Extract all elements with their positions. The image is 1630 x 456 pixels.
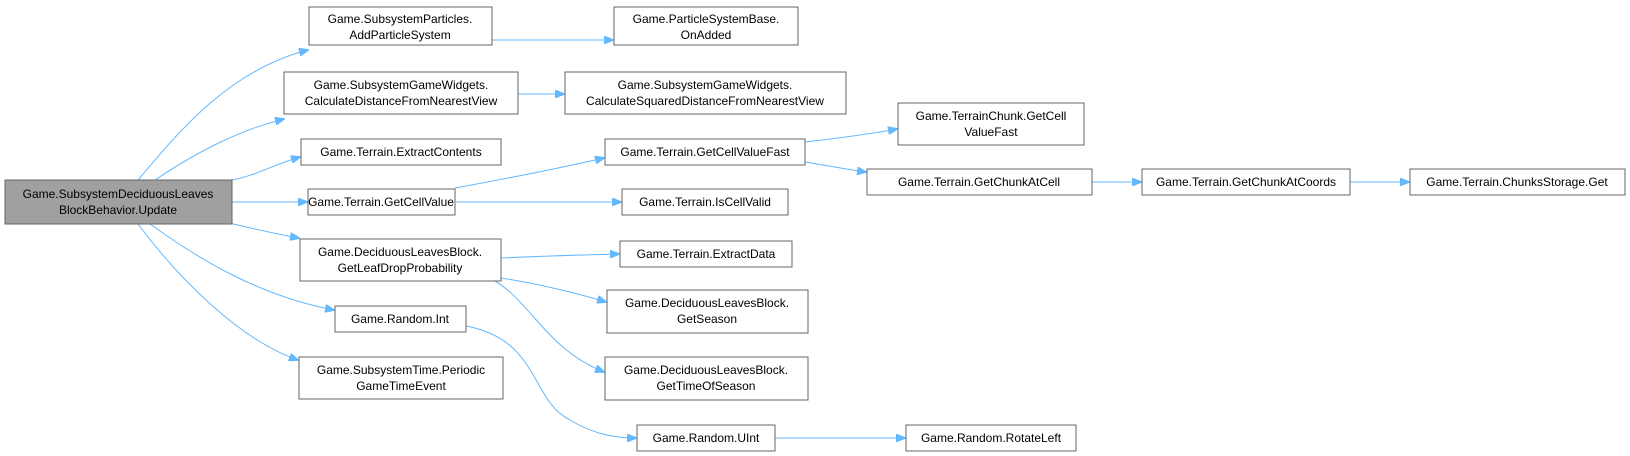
node-getseason-line2: GetSeason bbox=[677, 312, 737, 326]
edge-randomint-to-randomuint bbox=[465, 325, 636, 438]
node-getchunkatcoords-label: Game.Terrain.GetChunkAtCoords bbox=[1156, 175, 1336, 189]
node-getleafdropprobability[interactable]: Game.DeciduousLeavesBlock. GetLeafDropPr… bbox=[299, 238, 502, 282]
node-update-line2: BlockBehavior.Update bbox=[59, 203, 177, 217]
node-getcellvaluefast-label: Game.Terrain.GetCellValueFast bbox=[620, 145, 790, 159]
node-calculatesquareddistance-line1: Game.SubsystemGameWidgets. bbox=[618, 78, 793, 92]
edges-layer bbox=[137, 40, 1409, 438]
node-addparticlesystem-line1: Game.SubsystemParticles. bbox=[328, 12, 473, 26]
node-onadded[interactable]: Game.ParticleSystemBase. OnAdded bbox=[613, 6, 799, 46]
node-randomint[interactable]: Game.Random.Int bbox=[334, 305, 467, 333]
node-leafdrop-line2: GetLeafDropProbability bbox=[338, 261, 463, 275]
node-getcellvalue-label: Game.Terrain.GetCellValue bbox=[308, 195, 454, 209]
edge-getcellvaluefast-to-chunkgetcellvaluefast bbox=[804, 129, 897, 143]
node-chunksstorageget-label: Game.Terrain.ChunksStorage.Get bbox=[1426, 175, 1608, 189]
edge-root-to-randomint bbox=[149, 223, 334, 310]
node-iscellvalid[interactable]: Game.Terrain.IsCellValid bbox=[621, 188, 789, 216]
node-addparticlesystem[interactable]: Game.SubsystemParticles. AddParticleSyst… bbox=[308, 6, 493, 46]
node-randomuint[interactable]: Game.Random.UInt bbox=[636, 424, 776, 452]
node-periodic-line2: GameTimeEvent bbox=[356, 379, 446, 393]
node-terrainchunk-line1: Game.TerrainChunk.GetCell bbox=[916, 109, 1067, 123]
edge-root-to-periodicgametimeevent bbox=[137, 223, 298, 360]
edge-leafdropprobability-to-extractdata bbox=[500, 254, 619, 259]
node-periodicgametimeevent[interactable]: Game.SubsystemTime.Periodic GameTimeEven… bbox=[298, 356, 504, 400]
edge-getcellvalue-to-getcellvaluefast bbox=[454, 158, 604, 189]
node-getseason[interactable]: Game.DeciduousLeavesBlock. GetSeason bbox=[606, 289, 809, 334]
node-getcellvalue[interactable]: Game.Terrain.GetCellValue bbox=[307, 188, 456, 216]
node-calculatedistancefromnearestview[interactable]: Game.SubsystemGameWidgets. CalculateDist… bbox=[283, 71, 519, 115]
node-leafdrop-line1: Game.DeciduousLeavesBlock. bbox=[318, 245, 482, 259]
node-chunksstorageget[interactable]: Game.Terrain.ChunksStorage.Get bbox=[1409, 168, 1626, 196]
node-calculatedistance-line2: CalculateDistanceFromNearestView bbox=[305, 94, 498, 108]
node-calculatesquareddistance-line2: CalculateSquaredDistanceFromNearestView bbox=[586, 94, 824, 108]
node-gettimeofseason-line1: Game.DeciduousLeavesBlock. bbox=[624, 363, 788, 377]
node-randomuint-label: Game.Random.UInt bbox=[653, 431, 760, 445]
node-update[interactable]: Game.SubsystemDeciduousLeaves BlockBehav… bbox=[4, 179, 233, 225]
node-randomint-label: Game.Random.Int bbox=[351, 312, 450, 326]
edge-leafdropprobability-to-getseason bbox=[500, 277, 606, 302]
node-extractcontents-label: Game.Terrain.ExtractContents bbox=[320, 145, 481, 159]
node-calculatedistance-line1: Game.SubsystemGameWidgets. bbox=[314, 78, 489, 92]
node-periodic-line1: Game.SubsystemTime.Periodic bbox=[317, 363, 485, 377]
node-rotateleft-label: Game.Random.RotateLeft bbox=[921, 431, 1062, 445]
node-getseason-line1: Game.DeciduousLeavesBlock. bbox=[625, 296, 789, 310]
node-getchunkatcoords[interactable]: Game.Terrain.GetChunkAtCoords bbox=[1141, 168, 1351, 196]
node-getchunkatcell-label: Game.Terrain.GetChunkAtCell bbox=[898, 175, 1060, 189]
nodes-layer: Game.SubsystemDeciduousLeaves BlockBehav… bbox=[4, 6, 1626, 452]
edge-leafdropprobability-to-gettimeofseason bbox=[492, 279, 604, 372]
node-addparticlesystem-line2: AddParticleSystem bbox=[349, 28, 450, 42]
edge-root-to-leafdropprobability bbox=[224, 221, 299, 238]
node-gettimeofseason[interactable]: Game.DeciduousLeavesBlock. GetTimeOfSeas… bbox=[604, 356, 809, 401]
node-extractdata-label: Game.Terrain.ExtractData bbox=[637, 247, 776, 261]
node-gettimeofseason-line2: GetTimeOfSeason bbox=[657, 379, 756, 393]
edge-root-to-addparticlesystem bbox=[137, 50, 308, 181]
node-calculatesquareddistancefromnearestview[interactable]: Game.SubsystemGameWidgets. CalculateSqua… bbox=[564, 71, 847, 115]
node-iscellvalid-label: Game.Terrain.IsCellValid bbox=[639, 195, 771, 209]
node-getcellvaluefast[interactable]: Game.Terrain.GetCellValueFast bbox=[604, 138, 806, 166]
node-extractdata[interactable]: Game.Terrain.ExtractData bbox=[619, 240, 793, 268]
node-onadded-line2: OnAdded bbox=[681, 28, 732, 42]
edge-root-to-extractcontents bbox=[231, 157, 300, 181]
node-getchunkatcell[interactable]: Game.Terrain.GetChunkAtCell bbox=[866, 168, 1093, 196]
node-extractcontents[interactable]: Game.Terrain.ExtractContents bbox=[300, 138, 502, 166]
edge-root-to-calculatedistance bbox=[154, 119, 284, 181]
edge-getcellvaluefast-to-getchunkatcell bbox=[804, 161, 866, 172]
node-update-line1: Game.SubsystemDeciduousLeaves bbox=[23, 187, 214, 201]
node-rotateleft[interactable]: Game.Random.RotateLeft bbox=[905, 424, 1077, 452]
node-terrainchunk-line2: ValueFast bbox=[964, 125, 1018, 139]
node-onadded-line1: Game.ParticleSystemBase. bbox=[633, 12, 780, 26]
node-terrainchunkgetcellvaluefast[interactable]: Game.TerrainChunk.GetCell ValueFast bbox=[897, 102, 1085, 146]
